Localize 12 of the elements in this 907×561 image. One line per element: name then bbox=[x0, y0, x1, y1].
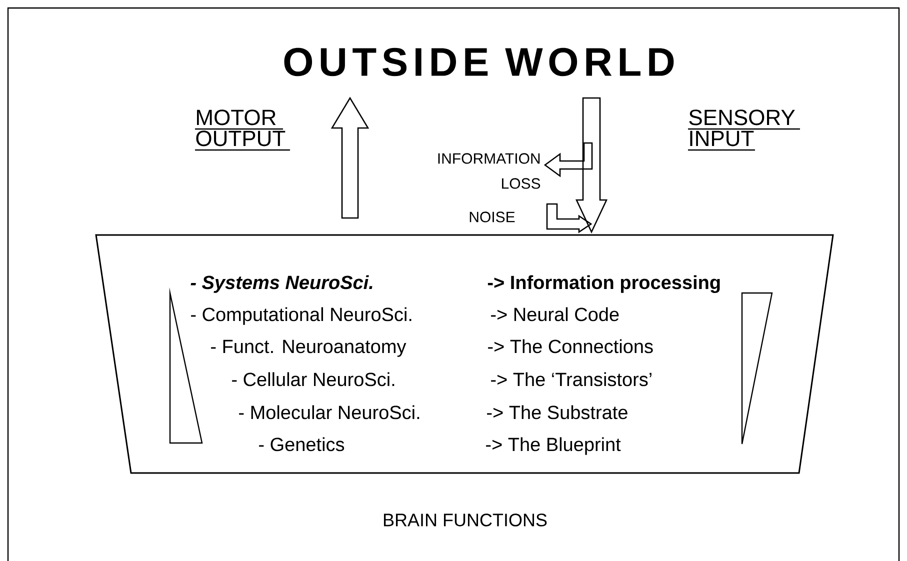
wedge bbox=[741, 292, 773, 445]
node-label: BRAIN FUNCTIONS bbox=[384, 514, 547, 526]
annotation-text: INFORMATION LOSS bbox=[438, 153, 540, 189]
title: OUTSIDE WORLD bbox=[284, 48, 674, 76]
hollow-arrow bbox=[544, 142, 593, 178]
annotation-text: NOISE bbox=[470, 212, 515, 222]
underlined-label: SENSORY INPUT bbox=[688, 110, 800, 151]
hollow-arrow bbox=[546, 203, 592, 234]
underlined-label: MOTOR OUTPUT bbox=[195, 110, 290, 151]
hollow-arrow bbox=[575, 97, 608, 234]
hollow-arrow bbox=[330, 96, 370, 219]
trapezoid-box: - Systems NeuroSci. -> Information processing - Computational NeuroSci. -> Neural Code - Funct. Neuroanatomy -> The Connections - Cellular NeuroSci. -> The ‘Transistors’ - Molecular NeuroSci. -> The Substrate - Genetics -> The Blueprint bbox=[95, 234, 834, 474]
